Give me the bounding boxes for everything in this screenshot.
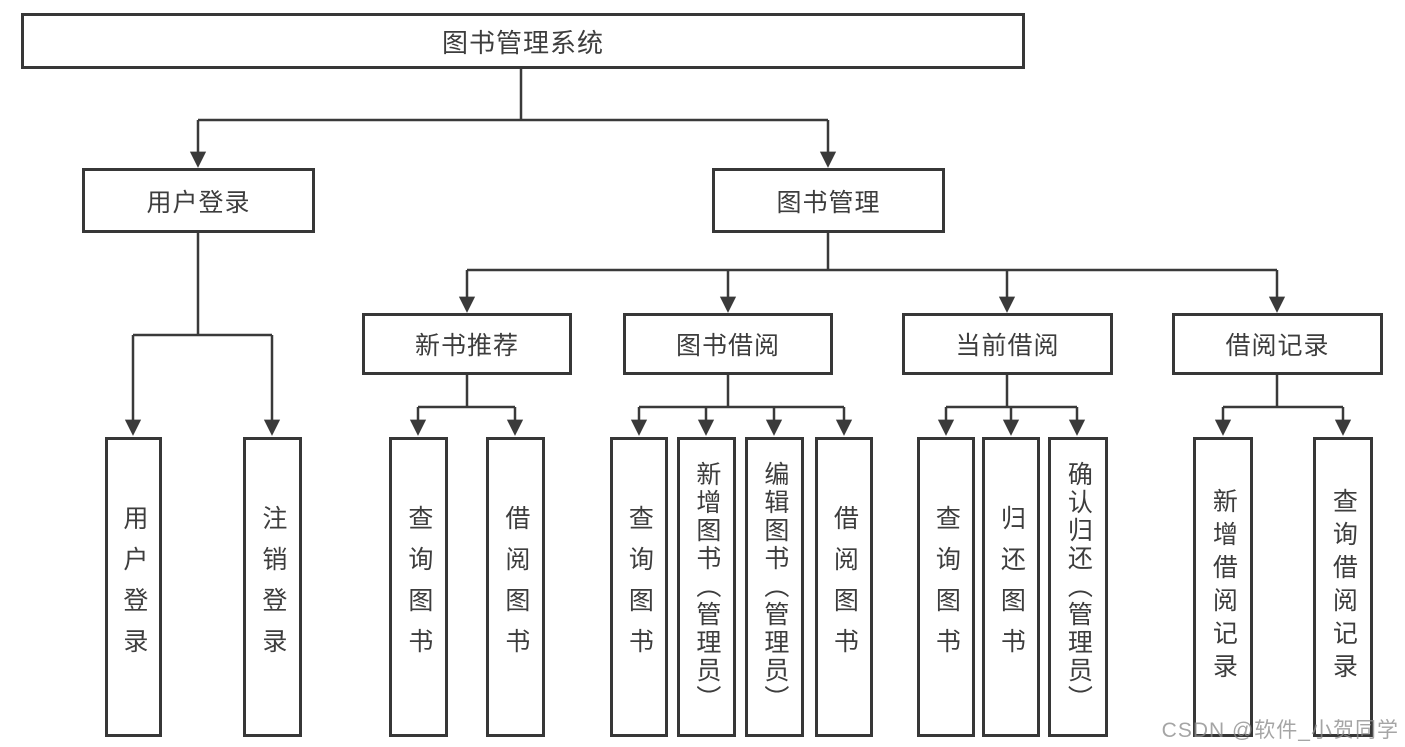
leaf-confirm-return: 确认归还（管理员） <box>1048 437 1108 737</box>
node-label: 查询图书 <box>625 505 654 669</box>
node-label: 图书借阅 <box>675 332 780 360</box>
node-book-mgmt: 图书管理 <box>712 168 945 233</box>
leaf-edit-book: 编辑图书（管理员） <box>745 437 804 737</box>
node-user-login: 用户登录 <box>82 168 315 233</box>
connector-new-book-rec-bus <box>418 375 515 409</box>
leaf-logout: 注销登录 <box>243 437 302 737</box>
leaf-add-record: 新增借阅记录 <box>1193 437 1253 737</box>
leaf-query-record: 查询借阅记录 <box>1313 437 1373 737</box>
node-label: 借阅图书 <box>501 505 530 669</box>
node-label: 当前借阅 <box>955 332 1060 360</box>
leaf-user-login: 用户登录 <box>105 437 162 737</box>
node-label: 查询借阅记录 <box>1329 488 1358 686</box>
node-label: 编辑图书（管理员） <box>760 461 789 713</box>
node-label: 用户登录 <box>146 188 251 217</box>
leaf-query-book-c: 查询图书 <box>917 437 975 737</box>
node-label: 查询图书 <box>404 505 433 669</box>
leaf-return-book: 归还图书 <box>982 437 1040 737</box>
node-label: 新增借阅记录 <box>1209 488 1238 686</box>
node-label: 查询图书 <box>932 505 961 669</box>
node-label: 借阅记录 <box>1225 332 1330 360</box>
leaf-add-book: 新增图书（管理员） <box>677 437 736 737</box>
connector-borrow-records-bus <box>1223 375 1343 409</box>
leaf-query-book-b: 查询图书 <box>610 437 668 737</box>
node-label: 图书管理系统 <box>441 27 604 58</box>
node-label: 用户登录 <box>119 505 148 669</box>
node-root: 图书管理系统 <box>21 13 1025 69</box>
node-label: 借阅图书 <box>830 505 859 669</box>
connector-book-borrow-bus <box>639 375 844 409</box>
node-borrow-records: 借阅记录 <box>1172 313 1383 375</box>
node-book-borrow: 图书借阅 <box>623 313 833 375</box>
connector-book-mgmt-bus <box>467 233 1277 272</box>
node-new-book-rec: 新书推荐 <box>362 313 572 375</box>
leaf-query-book-a: 查询图书 <box>389 437 448 737</box>
node-label: 确认归还（管理员） <box>1064 461 1093 713</box>
connector-user-login-bus <box>133 233 272 337</box>
connector-root-bus <box>198 69 828 122</box>
node-current-borrow: 当前借阅 <box>902 313 1113 375</box>
connector-current-borrow-bus <box>946 375 1077 409</box>
node-label: 新书推荐 <box>414 332 519 360</box>
node-label: 新增图书（管理员） <box>692 461 721 713</box>
node-label: 图书管理 <box>776 188 881 217</box>
leaf-borrow-book-a: 借阅图书 <box>486 437 545 737</box>
leaf-borrow-book-b: 借阅图书 <box>815 437 873 737</box>
node-label: 注销登录 <box>258 505 287 669</box>
node-label: 归还图书 <box>997 505 1026 669</box>
